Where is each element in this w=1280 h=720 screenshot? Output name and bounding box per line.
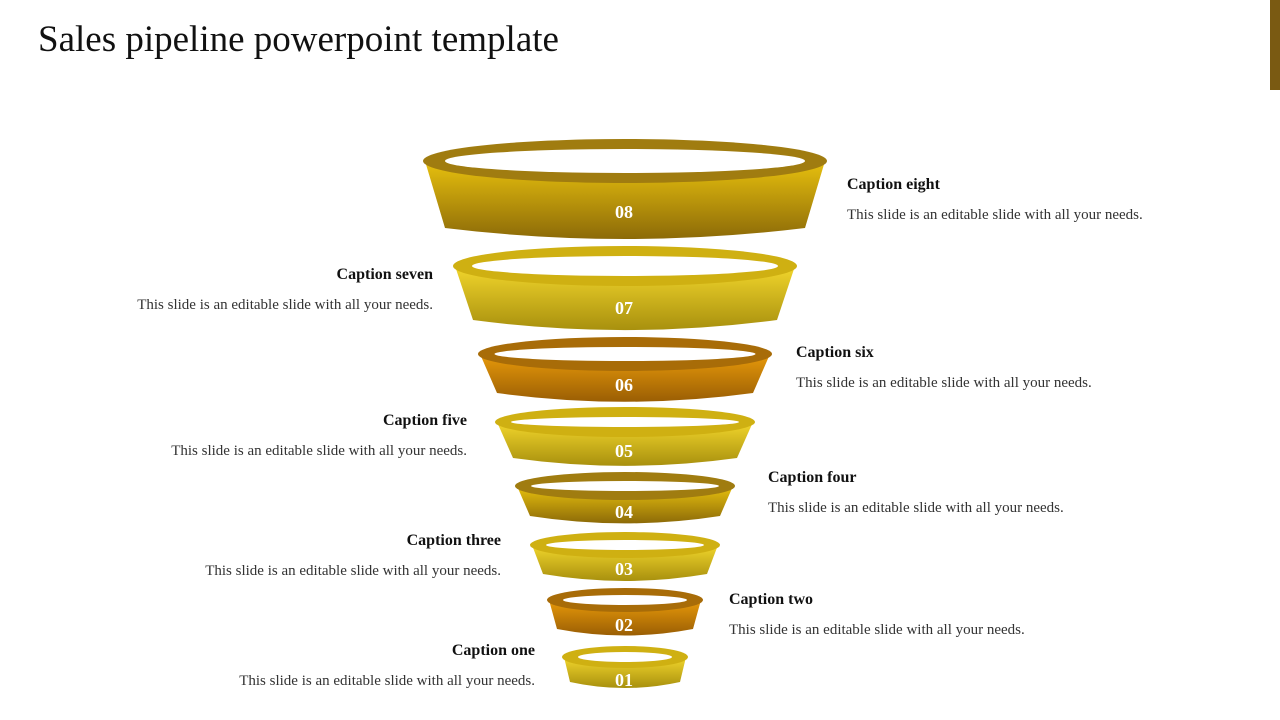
funnel-stage-number: 06 [615,375,633,395]
funnel-stage-opening [494,347,756,361]
funnel-stage-01: 01 [562,646,688,690]
caption-title: Caption eight [847,176,940,193]
caption-block-1: Caption one This slide is an editable sl… [239,641,535,691]
caption-block-6: Caption six This slide is an editable sl… [796,343,1092,393]
funnel-stage-05: 05 [495,407,755,466]
caption-description: This slide is an editable slide with all… [729,622,1025,638]
caption-description: This slide is an editable slide with all… [847,207,1143,223]
accent-bar [1270,0,1280,90]
funnel-stage-opening [578,652,672,662]
funnel-stage-06: 06 [478,337,772,402]
caption-description: This slide is an editable slide with all… [205,563,501,579]
funnel-stage-08: 08 [423,139,827,239]
caption-block-5: Caption five This slide is an editable s… [171,411,467,461]
caption-title: Caption five [383,412,467,429]
funnel-stage-03: 03 [530,532,720,581]
caption-description: This slide is an editable slide with all… [768,500,1064,516]
caption-description: This slide is an editable slide with all… [239,673,535,689]
caption-block-8: Caption eight This slide is an editable … [847,175,1143,225]
caption-title: Caption two [729,591,814,608]
funnel-stage-02: 02 [547,588,703,636]
caption-block-3: Caption three This slide is an editable … [205,531,501,581]
caption-title: Caption one [451,642,535,659]
caption-title: Caption four [768,469,857,486]
slide-title: Sales pipeline powerpoint template [38,19,559,60]
funnel-stage-number: 05 [615,441,633,461]
funnel-stage-number: 07 [615,298,633,318]
funnel-stage-number: 01 [615,670,633,690]
funnel-stage-opening [563,595,687,605]
funnel-stage-opening [546,540,704,550]
caption-description: This slide is an editable slide with all… [171,443,467,459]
funnel-stage-opening [511,417,739,427]
caption-block-4: Caption four This slide is an editable s… [768,468,1064,518]
caption-title: Caption seven [336,266,433,283]
caption-block-2: Caption two This slide is an editable sl… [729,590,1025,640]
funnel-stage-number: 03 [615,559,633,579]
funnel-stage-07: 07 [453,246,797,331]
funnel-stage-opening [472,256,778,276]
funnel-stage-number: 04 [615,502,633,522]
caption-title: Caption three [406,532,501,549]
funnel-stage-body [425,161,825,239]
caption-description: This slide is an editable slide with all… [137,297,433,313]
funnel-stage-opening [531,481,719,491]
funnel-stage-04: 04 [515,472,735,524]
funnel-stage-number: 08 [615,202,633,222]
funnel-stage-number: 02 [615,615,633,635]
caption-description: This slide is an editable slide with all… [796,375,1092,391]
caption-block-7: Caption seven This slide is an editable … [137,265,433,315]
caption-title: Caption six [796,344,874,361]
funnel-stage-opening [445,149,805,173]
